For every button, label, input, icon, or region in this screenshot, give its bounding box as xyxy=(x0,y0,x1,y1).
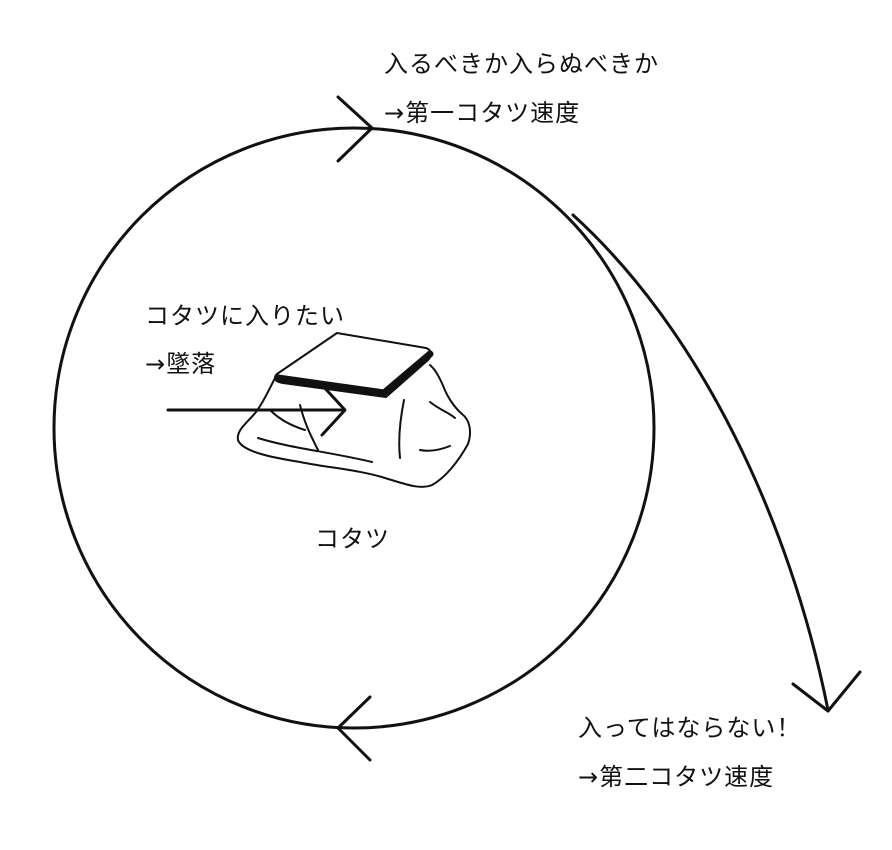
escape-trajectory xyxy=(571,213,830,712)
must-not-enter-label: 入ってはならない！ xyxy=(578,714,802,742)
escape-arrowhead xyxy=(791,670,862,713)
second-velocity-label: →第二コタツ速度 xyxy=(578,763,775,791)
orbit-arrowhead-bottom xyxy=(336,695,372,762)
kotatsu-table-edge xyxy=(274,350,434,397)
orbit-circle xyxy=(52,126,656,730)
kotatsu-label: コタツ xyxy=(315,525,390,553)
want-to-enter-label: コタツに入りたい xyxy=(145,302,345,330)
kotatsu-illustration xyxy=(236,332,471,488)
fall-label: →墜落 xyxy=(145,350,217,378)
enter-arrowhead xyxy=(320,383,347,437)
orbit-arrowhead-top xyxy=(336,95,374,163)
first-velocity-label: →第一コタツ速度 xyxy=(384,99,581,127)
kotatsu-futon xyxy=(236,364,471,488)
orbit-question-label: 入るべきか入らぬべきか xyxy=(384,50,659,78)
kotatsu-futon-folds xyxy=(257,399,456,463)
